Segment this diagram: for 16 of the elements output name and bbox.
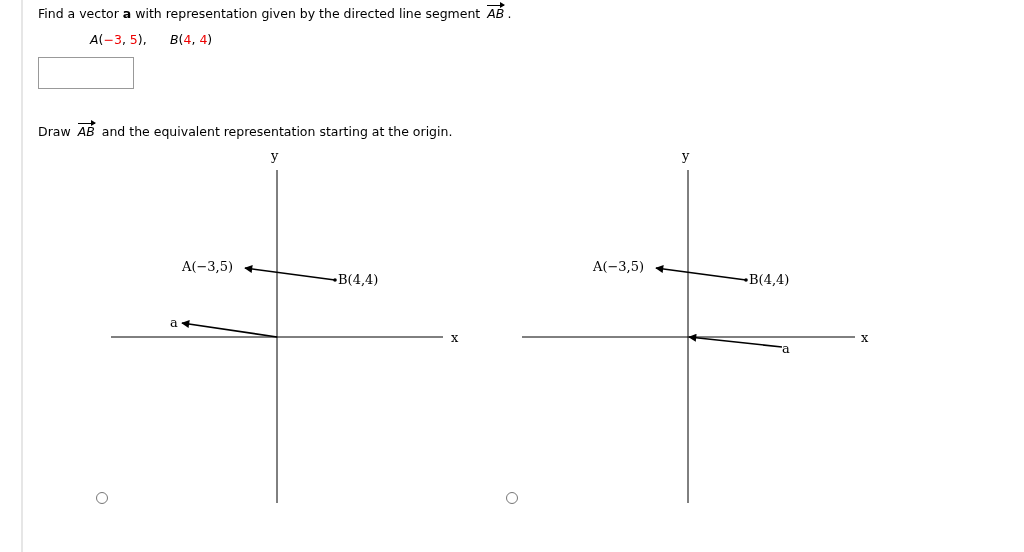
coordinate-label: A(−3, 5), bbox=[90, 32, 147, 47]
point-label: A(−3,5) bbox=[182, 259, 234, 274]
axis-label: y bbox=[682, 148, 690, 163]
arrow bbox=[688, 333, 783, 348]
axis-label: y bbox=[271, 148, 279, 163]
point-label: A(−3,5) bbox=[593, 259, 645, 274]
point-label: B(4,4) bbox=[745, 272, 790, 287]
arrow bbox=[244, 265, 336, 281]
arrow bbox=[655, 265, 747, 281]
point-label: B(4,4) bbox=[334, 272, 379, 287]
axis-label: x bbox=[451, 330, 459, 345]
arrow bbox=[181, 320, 278, 338]
coordinate-label: B(4, 4) bbox=[170, 32, 213, 47]
vector-label: a bbox=[782, 341, 790, 356]
axis-label: x bbox=[861, 330, 869, 345]
vector-label: a bbox=[170, 315, 178, 330]
